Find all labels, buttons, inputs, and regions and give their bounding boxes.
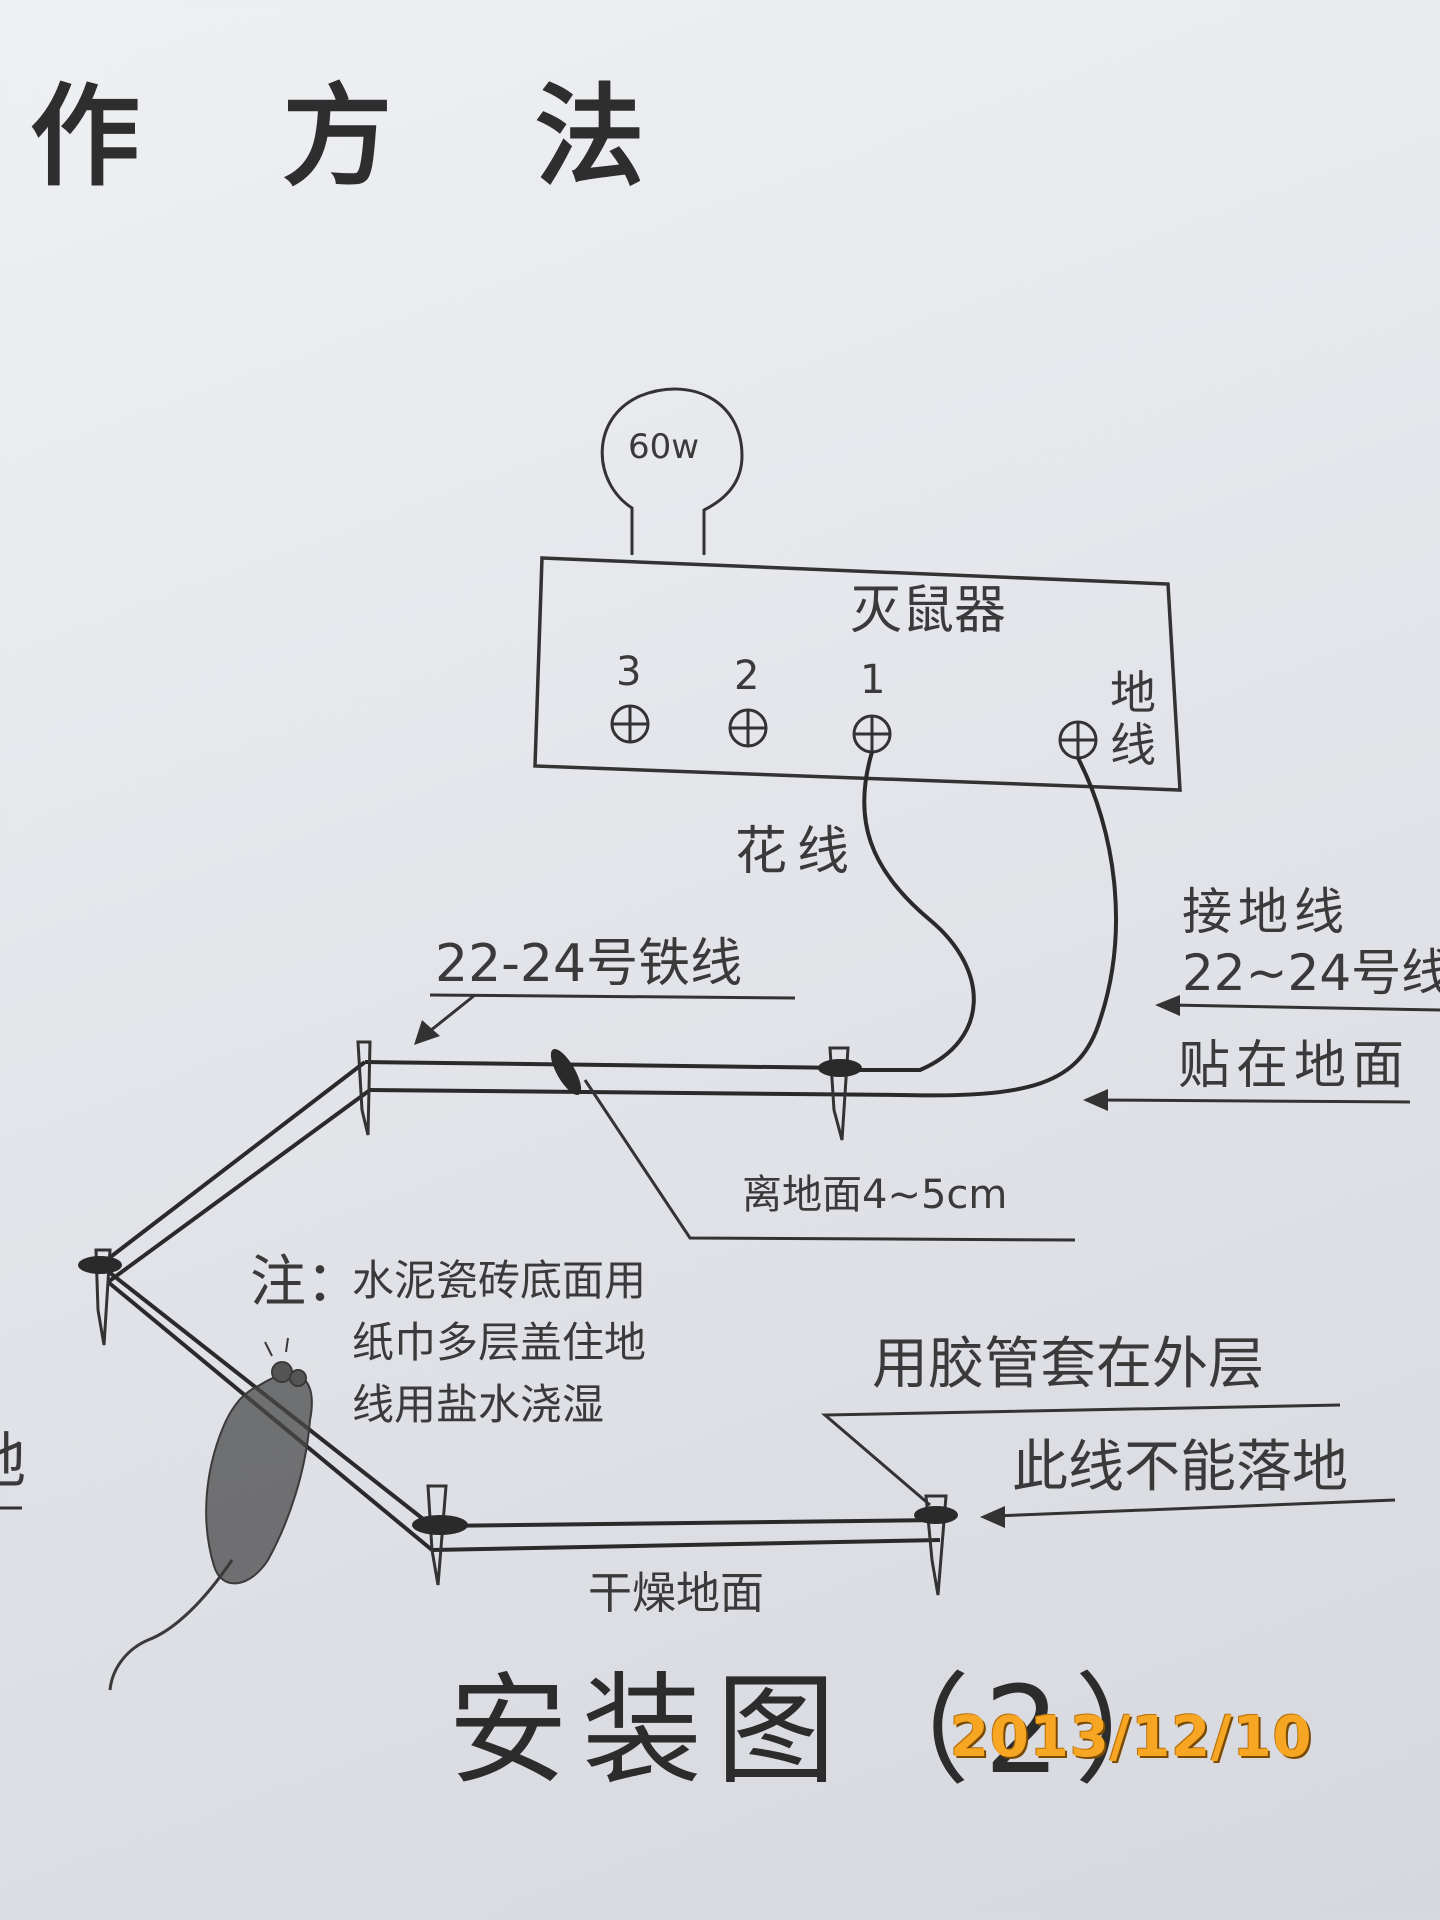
- note-label: 注：: [250, 1250, 362, 1315]
- arrowhead: [1155, 995, 1180, 1016]
- note-line: 纸巾多层盖住地: [352, 1318, 647, 1367]
- bulb-wattage-label: 60w: [628, 427, 700, 467]
- left-edge-label: 地: [0, 1432, 26, 1492]
- on-ground-arrow-line: [1099, 1098, 1411, 1104]
- wire-gauge-leader: [424, 993, 476, 1037]
- stake-1: [356, 1040, 372, 1136]
- note-line: 水泥瓷砖底面用: [352, 1256, 647, 1305]
- terminal-label-1: 1: [860, 657, 886, 703]
- stake-4: [426, 1484, 448, 1586]
- device-title: 灭鼠器: [850, 581, 1007, 641]
- height-leader: [583, 1079, 1076, 1242]
- wire-gauge-label: 22-24号铁线: [435, 934, 743, 994]
- arrowhead: [414, 1020, 440, 1045]
- stake-5: [924, 1494, 948, 1596]
- terminal-screw-2: [728, 708, 768, 748]
- dry-ground-label: 干燥地面: [588, 1568, 764, 1619]
- terminal-screw-1: [852, 714, 892, 754]
- on-ground-label: 贴在地面: [1178, 1036, 1411, 1096]
- ground-wire: [369, 757, 1118, 1098]
- arrowhead: [980, 1506, 1005, 1528]
- insulator: [914, 1506, 958, 1524]
- flex-wire-label: 花线: [735, 822, 860, 882]
- terminal-screw-ground: [1058, 720, 1098, 760]
- insulator: [550, 1049, 582, 1095]
- terminal-label-2: 2: [734, 653, 760, 699]
- stake-2: [828, 1046, 850, 1141]
- terminal-label-3: 3: [616, 649, 642, 695]
- insulator: [818, 1059, 862, 1077]
- rubber-tube-label: 用胶管套在外层: [872, 1332, 1264, 1397]
- ground-terminal-label: 地线: [1110, 666, 1156, 772]
- mouse-sketch: [108, 1337, 313, 1691]
- no-ground-label: 此线不能落地: [1012, 1435, 1348, 1500]
- stake-3: [94, 1248, 112, 1346]
- note-line: 线用盐水浇湿: [352, 1380, 605, 1429]
- no-ground-arrow-line: [994, 1498, 1396, 1518]
- arrowhead: [1083, 1089, 1108, 1111]
- page-heading: 作 方 法: [30, 73, 697, 201]
- ground-wire-label: 接地线: [1182, 883, 1350, 941]
- wire-gauge-underline: [429, 993, 796, 1000]
- ground-wire-gauge-label: 22~24号线: [1182, 944, 1440, 1002]
- rubber-tube-leader: [821, 1403, 1341, 1507]
- insulator: [412, 1515, 468, 1535]
- height-label: 离地面4~5cm: [742, 1172, 1008, 1218]
- ground-wire-arrow-line: [1169, 1003, 1440, 1012]
- device-box: [533, 556, 1182, 792]
- flex-wire: [848, 751, 976, 1072]
- photo-timestamp: 2013/12/10: [950, 1705, 1313, 1770]
- insulator: [78, 1256, 122, 1274]
- terminal-screw-3: [610, 704, 650, 744]
- bulb-icon: [600, 387, 744, 555]
- figure-caption: 安装图（2）: [448, 1662, 1209, 1801]
